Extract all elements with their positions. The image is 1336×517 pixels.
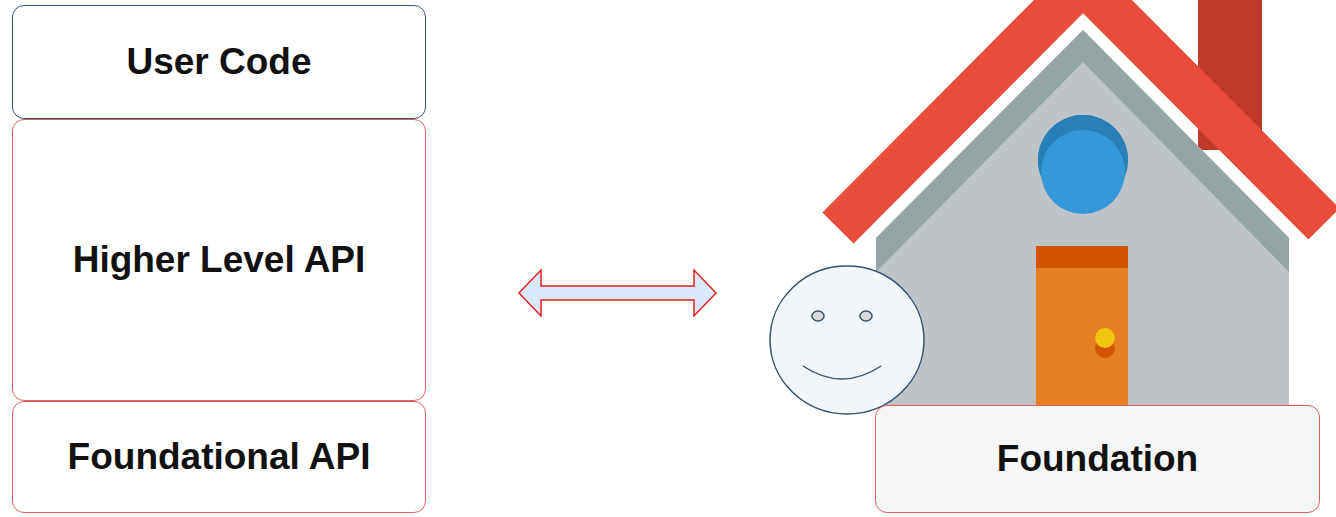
box-label: User Code bbox=[126, 41, 311, 84]
smiley-face bbox=[770, 266, 924, 414]
foundation-box: Foundation bbox=[875, 405, 1320, 513]
api-layer-box: Foundational API bbox=[12, 401, 426, 513]
box-label: Higher Level API bbox=[73, 239, 366, 282]
double-arrow bbox=[519, 270, 716, 316]
api-layer-box: Higher Level API bbox=[12, 119, 426, 401]
face bbox=[770, 266, 924, 414]
box-label: Foundational API bbox=[68, 436, 371, 479]
house-wall bbox=[876, 30, 1289, 405]
door bbox=[1036, 246, 1128, 406]
smile bbox=[803, 366, 881, 379]
door-top bbox=[1036, 246, 1128, 268]
eye bbox=[812, 311, 824, 321]
code-layer-box: User Code bbox=[12, 5, 426, 119]
box-label: Foundation bbox=[997, 438, 1198, 481]
roof bbox=[838, 0, 1324, 228]
window-light bbox=[1041, 130, 1125, 214]
door-knob bbox=[1095, 328, 1115, 348]
eye bbox=[860, 311, 872, 321]
